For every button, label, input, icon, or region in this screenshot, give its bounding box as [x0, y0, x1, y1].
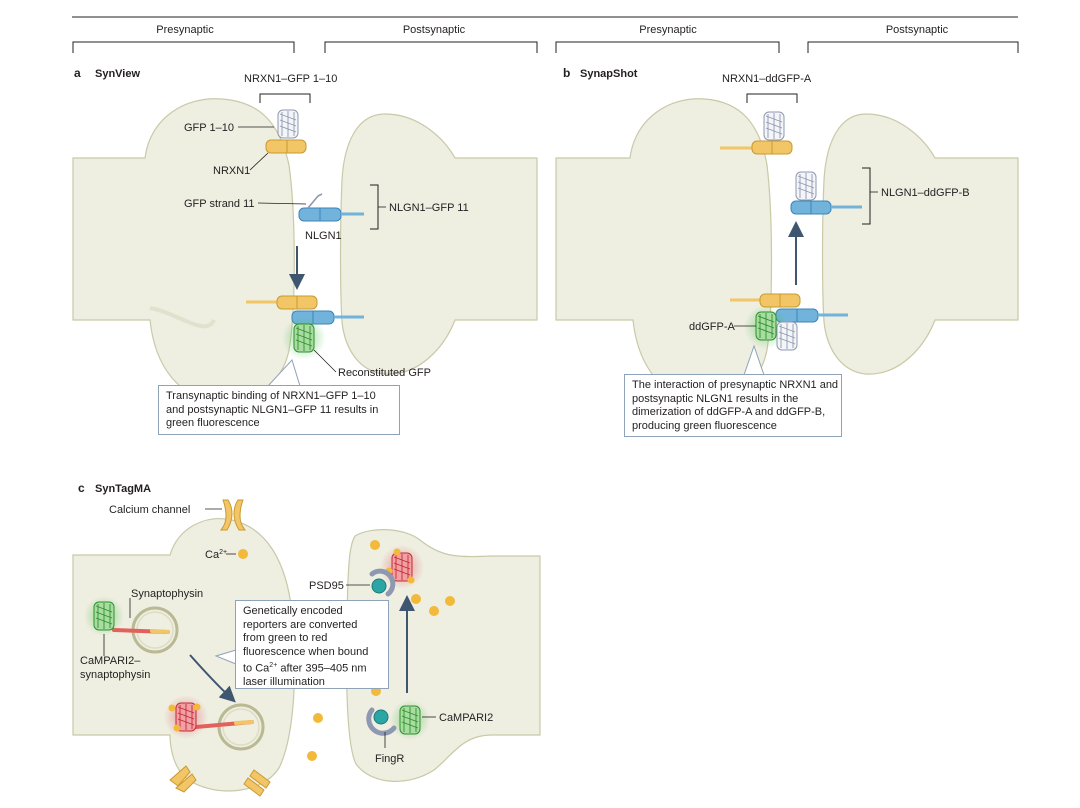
ddgfpa-bound-icon [755, 311, 777, 341]
header-postsynaptic-right: Postsynaptic [886, 24, 949, 36]
label-ddgfpa: ddGFP-A [689, 321, 736, 333]
gfp110-barrel-icon [277, 109, 299, 139]
callout-b: The interaction of presynaptic NRXN1 and… [624, 374, 842, 437]
label-gfp-strand11: GFP strand 11 [184, 198, 255, 210]
label-campari2-syn-2: synaptophysin [80, 669, 150, 681]
label-campari2: CaMPARI2 [439, 712, 493, 724]
label-nlgn1-a: NLGN1 [305, 230, 342, 242]
callout-c-line-6: laser illumination [243, 676, 325, 689]
callout-c-line-5: to Ca2+ after 395–405 nm [243, 662, 367, 675]
header-presynaptic-left: Presynaptic [156, 24, 214, 36]
callout-a: Transynaptic binding of NRXN1–GFP 1–10 a… [158, 385, 400, 435]
panel-c-title: SynTagMA [95, 483, 151, 495]
callout-c-line-2: reporters are converted [243, 618, 358, 631]
calcium-ion [238, 549, 248, 559]
callout-b-line-3: dimerization of ddGFP-A and ddGFP-B, [632, 406, 826, 418]
callout-b-line-1: The interaction of presynaptic NRXN1 and [632, 379, 839, 391]
fingr-icon [373, 709, 389, 725]
label-nlgn1-gfp11: NLGN1–GFP 11 [389, 202, 469, 214]
terminal-fold-a [149, 306, 216, 329]
panel-b-title: SynapShot [580, 68, 638, 80]
gfp-strand11-icon [307, 193, 323, 209]
panel-a-letter: a [74, 66, 81, 80]
ddgfpb-bound-icon [776, 321, 798, 351]
campari2-red-post-icon [391, 552, 413, 582]
panel-b-letter: b [563, 66, 570, 80]
nrxn1-domain-a [265, 139, 307, 154]
panel-c-letter: c [78, 481, 85, 495]
reconstituted-gfp-icon [293, 323, 315, 353]
fingr-scaffold [366, 707, 397, 736]
header-brackets [72, 41, 1019, 53]
bracket-postsynaptic-right [807, 41, 1019, 53]
ddgfpa-barrel-icon [763, 111, 785, 141]
bracket-presynaptic-left [72, 41, 295, 53]
callout-b-line-4: producing green fluorescence [632, 419, 777, 432]
label-calcium-channel: Calcium channel [109, 504, 190, 516]
callout-pointer-a [267, 359, 301, 387]
label-nrxn1-ddgfpa: NRXN1–ddGFP-A [722, 73, 812, 85]
header-postsynaptic-left: Postsynaptic [403, 24, 466, 36]
label-campari2-syn-1: CaMPARI2– [80, 655, 141, 667]
callout-a-line-3: green fluorescence [166, 417, 260, 429]
label-nlgn1-ddgfpb: NLGN1–ddGFP-B [881, 187, 970, 199]
label-psd95: PSD95 [309, 580, 344, 592]
label-fingr: FingR [375, 753, 404, 765]
callout-pointer-b [743, 344, 765, 376]
header-presynaptic-right: Presynaptic [639, 24, 697, 36]
bracket-postsynaptic-left [324, 41, 538, 53]
callout-c: Genetically encoded reporters are conver… [235, 600, 389, 689]
callout-c-line-3: from green to red [243, 632, 328, 644]
campari2-green-icon [93, 601, 115, 631]
callout-c-line-4: fluorescence when bound [243, 645, 369, 658]
ddgfpb-barrel-icon [795, 171, 817, 201]
calcium-channel-bottom-right [243, 769, 271, 797]
bracket-nrxn1-ddgfpa [746, 93, 798, 103]
callout-a-line-2: and postsynaptic NLGN1–GFP 11 results in [166, 403, 379, 416]
label-synaptophysin: Synaptophysin [131, 588, 203, 600]
bracket-nrxn1-gfp110 [259, 93, 311, 103]
calcium-channel-bottom-left [169, 765, 197, 793]
psd95-scaffold [369, 568, 396, 597]
synaptic-vesicle-bottom [217, 703, 265, 751]
postsynaptic-spine-b [821, 113, 1019, 375]
arrow-curved-c [189, 654, 236, 703]
presynaptic-terminal-a [72, 98, 295, 403]
label-nrxn1-gfp110: NRXN1–GFP 1–10 [244, 73, 337, 85]
callout-c-line-1: Genetically encoded [243, 605, 343, 617]
postsynaptic-spine-a [339, 113, 538, 375]
psd95-icon [371, 578, 387, 594]
presynaptic-terminal-b [555, 98, 773, 403]
label-nrxn1-a: NRXN1 [213, 165, 250, 177]
bracket-presynaptic-right [555, 41, 780, 53]
callout-b-line-2: postsynaptic NLGN1 results in the [632, 392, 799, 405]
panel-a-title: SynView [95, 68, 140, 80]
bracket-nlgn1-ddgfpb [862, 167, 871, 225]
label-gfp110: GFP 1–10 [184, 122, 234, 134]
label-ca2: Ca2+ [205, 549, 227, 561]
callout-a-line-1: Transynaptic binding of NRXN1–GFP 1–10 [166, 390, 376, 402]
campari2-green-post-icon [399, 705, 421, 735]
calcium-channel-icon [219, 499, 247, 531]
label-reconstituted-gfp: Reconstituted GFP [338, 367, 431, 379]
callout-pointer-c [214, 649, 237, 665]
